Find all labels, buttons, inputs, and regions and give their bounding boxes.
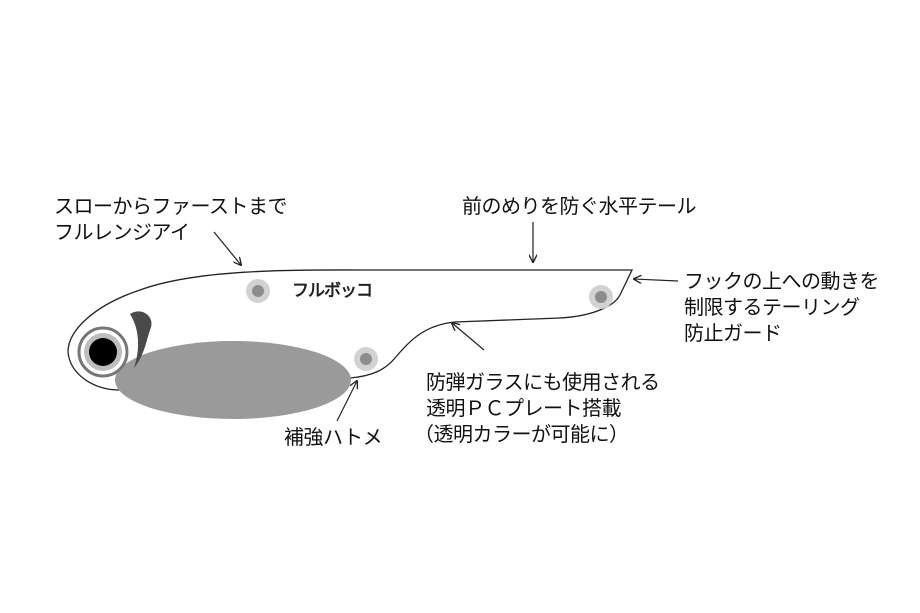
- label-line: フルレンジアイ: [54, 220, 190, 244]
- label-line: スローからファーストまで: [54, 194, 288, 218]
- label-pc-plate: 防弾ガラスにも使用される 透明ＰＣプレート搭載 （透明カラーが可能に）: [414, 369, 660, 447]
- label-line: フックの上への動きを: [684, 269, 880, 293]
- arrow-guard: [634, 279, 679, 281]
- grommet-tail: [589, 285, 613, 309]
- head-fin-mark: [130, 311, 152, 368]
- grommet-lower: [354, 347, 378, 371]
- belly-weight: [115, 341, 351, 419]
- label-anti-tailing-guard: フックの上への動きを 制限するテーリング 防止ガード: [684, 268, 880, 346]
- label-fullrange-eye: スローからファーストまで フルレンジアイ: [54, 193, 288, 245]
- label-line: 透明ＰＣプレート搭載: [426, 396, 621, 420]
- label-line: 制限するテーリング: [684, 295, 860, 319]
- label-line: （透明カラーが可能に）: [414, 422, 629, 446]
- grommet-front: [246, 279, 270, 303]
- brand-logo-text: フルボッコ: [292, 281, 372, 301]
- label-horizontal-tail: 前のめりを防ぐ水平テール: [462, 193, 697, 219]
- arrow-plate: [452, 323, 485, 351]
- label-line: 防止ガード: [684, 321, 782, 345]
- arrow-range: [213, 231, 241, 265]
- lure-eye: [77, 326, 129, 378]
- arrow-grommet: [336, 381, 357, 422]
- label-grommet: 補強ハトメ: [284, 424, 383, 450]
- label-line: 前のめりを防ぐ水平テール: [462, 194, 697, 218]
- label-line: 補強ハトメ: [284, 425, 383, 449]
- label-line: 防弾ガラスにも使用される: [426, 370, 660, 394]
